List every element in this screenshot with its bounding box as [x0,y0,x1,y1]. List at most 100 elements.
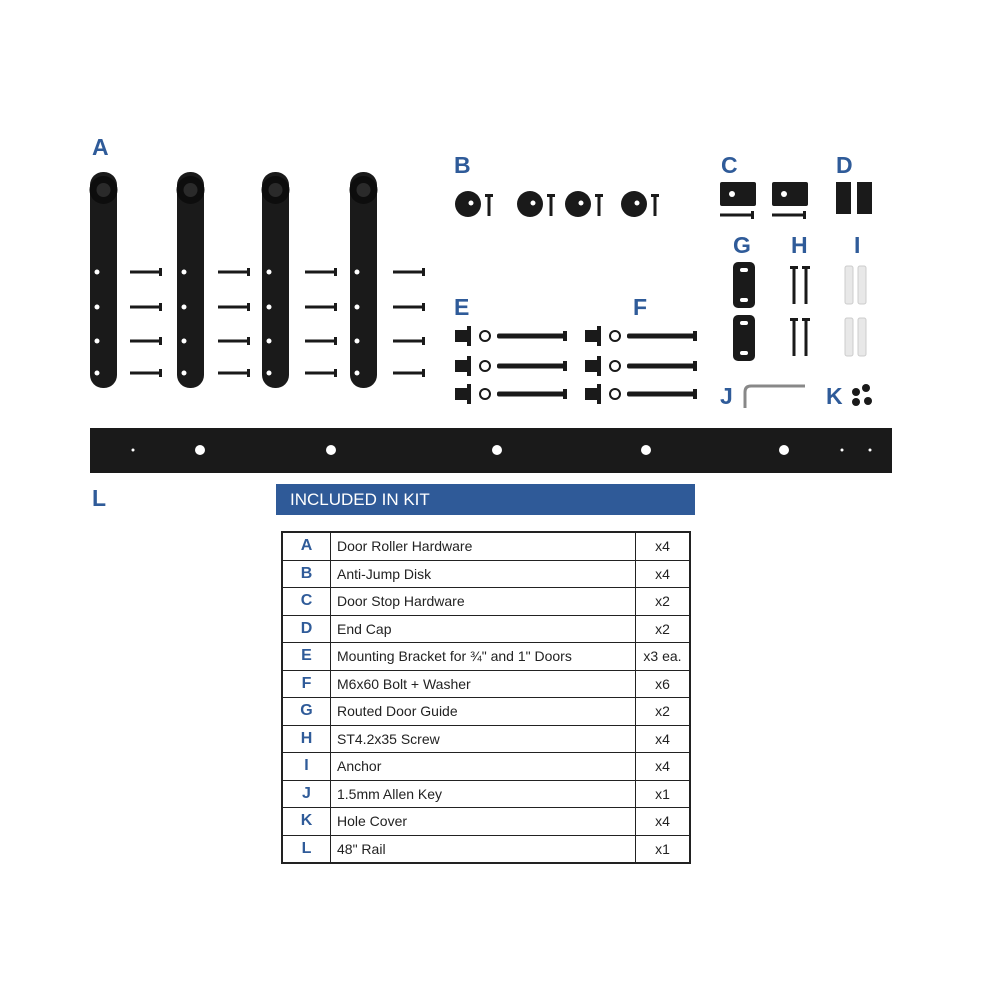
screw [218,369,250,377]
part-key: B [281,559,331,588]
part-key: C [281,587,331,616]
part-qty: x1 [635,834,691,864]
part-key: F [281,669,331,698]
part-label-e: E [454,294,470,320]
screw [790,318,798,356]
bolt-washer [585,356,697,376]
screw [218,337,250,345]
part-label-g: G [733,232,751,258]
door-roller-hardware [349,172,378,388]
part-qty: x6 [635,669,691,698]
part-name: 1.5mm Allen Key [330,779,636,808]
part-key: H [281,724,331,753]
part-qty: x4 [635,724,691,753]
part-key: D [281,614,331,643]
part-name: Hole Cover [330,807,636,836]
part-qty: x2 [635,587,691,616]
mounting-bracket [455,384,567,404]
screw [218,303,250,311]
screw [218,268,250,276]
part-key: E [281,642,331,671]
screw [130,303,162,311]
screw [393,268,425,276]
hole-cover [862,384,870,392]
screw [305,303,337,311]
door-stop-hardware [772,182,808,219]
allen-key [743,384,805,408]
part-label-f: F [633,294,648,320]
anti-jump-disk [455,191,493,217]
part-label-a: A [92,134,109,160]
bolt-washer [585,326,697,346]
part-qty: x2 [635,697,691,726]
screw [130,369,162,377]
part-label-c: C [721,152,738,178]
hole-cover [852,388,860,396]
bolt-washer [585,384,697,404]
part-qty: x3 ea. [635,642,691,671]
door-roller-hardware [176,172,205,388]
screw [393,369,425,377]
anchor [857,317,867,357]
rail [90,428,892,473]
anti-jump-disk [621,191,659,217]
part-label-h: H [791,232,808,258]
part-label-d: D [836,152,853,178]
part-name: Mounting Bracket for ¾" and 1" Doors [330,642,636,671]
part-key: I [281,752,331,781]
anchor [844,317,854,357]
part-name: 48" Rail [330,834,636,864]
part-name: Anti-Jump Disk [330,559,636,588]
hole-cover [852,398,860,406]
anchor [857,265,867,305]
mounting-bracket [455,356,567,376]
part-qty: x4 [635,752,691,781]
part-qty: x4 [635,531,691,561]
part-qty: x2 [635,614,691,643]
part-name: End Cap [330,614,636,643]
anti-jump-disk [565,191,603,217]
anchor [844,265,854,305]
part-qty: x4 [635,559,691,588]
screw [130,337,162,345]
end-cap [857,182,872,214]
part-label-i: I [854,232,861,258]
mounting-bracket [455,326,567,346]
part-key: J [281,779,331,808]
routed-door-guide [733,262,755,308]
screw [393,337,425,345]
part-label-j: J [720,383,733,409]
screw [305,268,337,276]
kit-header: INCLUDED IN KIT [276,484,695,515]
part-qty: x4 [635,807,691,836]
part-name: Routed Door Guide [330,697,636,726]
part-key: A [281,531,331,561]
screw [802,318,810,356]
part-qty: x1 [635,779,691,808]
part-label-b: B [454,152,471,178]
screw [130,268,162,276]
part-key: K [281,807,331,836]
routed-door-guide [733,315,755,361]
screw [305,337,337,345]
part-key: L [281,834,331,864]
part-name: Door Roller Hardware [330,531,636,561]
screw [802,266,810,304]
part-key: G [281,697,331,726]
part-label-k: K [826,383,843,409]
part-name: Door Stop Hardware [330,587,636,616]
part-name: M6x60 Bolt + Washer [330,669,636,698]
door-roller-hardware [261,172,290,388]
door-roller-hardware [89,172,118,388]
anti-jump-disk [517,191,555,217]
